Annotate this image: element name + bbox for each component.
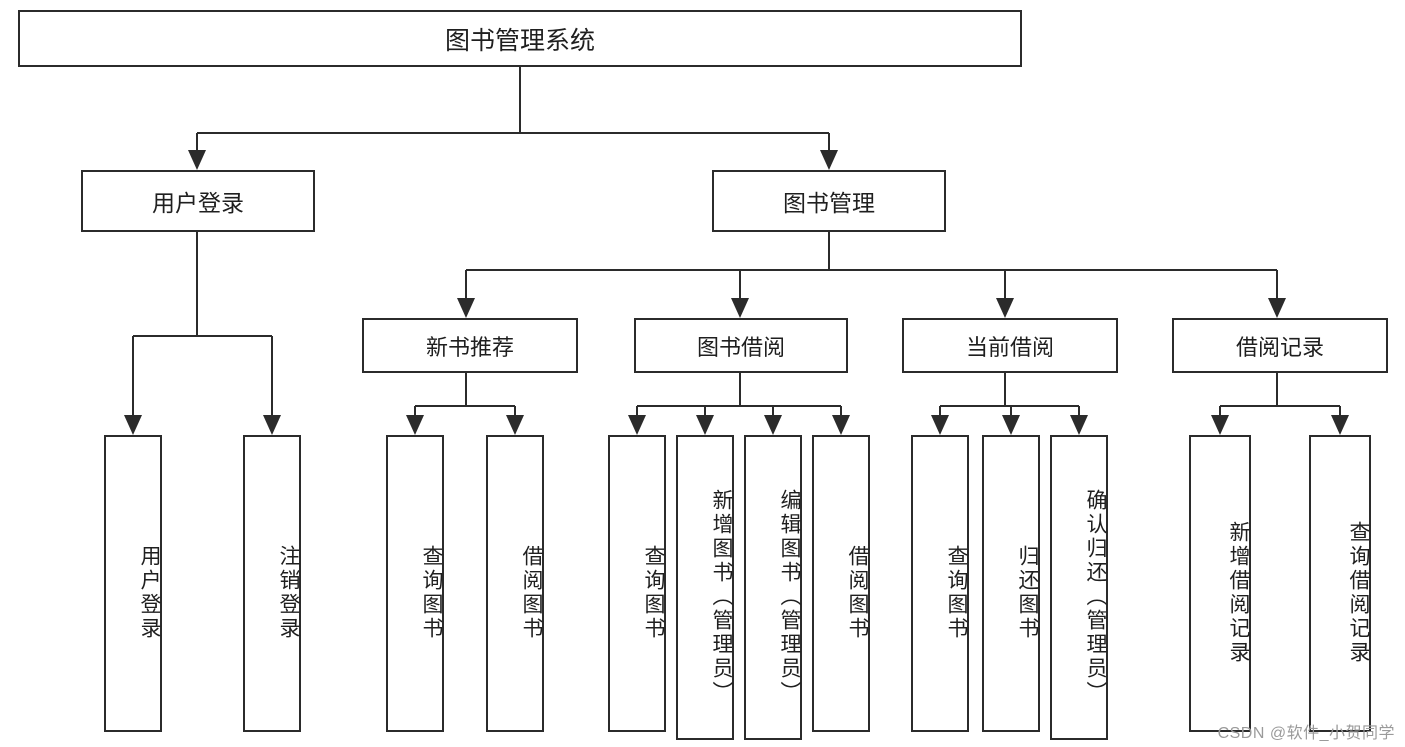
leaf-logout-label: 注销登录 — [277, 544, 300, 641]
arrow-bookmgmt-child-1 — [457, 298, 475, 318]
leaf-query-book-current[interactable]: 查询图书 — [911, 435, 969, 732]
leaf-user-login-label: 用户登录 — [138, 544, 161, 641]
node-borrow-record[interactable]: 借阅记录 — [1172, 318, 1388, 373]
arrow-bookmgmt-child-3 — [996, 298, 1014, 318]
leaf-add-book-admin-label: 新增图书（管理员） — [710, 488, 733, 705]
leaf-confirm-return-admin[interactable]: 确认归还（管理员） — [1050, 435, 1108, 740]
leaf-borrow-book[interactable]: 借阅图书 — [812, 435, 870, 732]
node-user-login[interactable]: 用户登录 — [81, 170, 315, 232]
node-borrow-record-label: 借阅记录 — [1235, 334, 1324, 360]
leaf-add-book-admin[interactable]: 新增图书（管理员） — [676, 435, 734, 740]
arrow-current-leaf-3 — [1070, 415, 1088, 435]
node-current-borrow-label: 当前借阅 — [965, 334, 1054, 360]
arrow-newbook-leaf-1 — [406, 415, 424, 435]
arrow-current-leaf-1 — [931, 415, 949, 435]
leaf-add-borrow-record[interactable]: 新增借阅记录 — [1189, 435, 1251, 732]
node-current-borrow[interactable]: 当前借阅 — [902, 318, 1118, 373]
node-root-system[interactable]: 图书管理系统 — [18, 10, 1022, 67]
node-new-book-recommend[interactable]: 新书推荐 — [362, 318, 578, 373]
leaf-borrow-book-newbook[interactable]: 借阅图书 — [486, 435, 544, 732]
arrow-bookmgmt-child-4 — [1268, 298, 1286, 318]
node-book-borrow[interactable]: 图书借阅 — [634, 318, 848, 373]
arrow-root-to-bookmgmt — [820, 150, 838, 170]
leaf-edit-book-admin[interactable]: 编辑图书（管理员） — [744, 435, 802, 740]
node-user-login-label: 用户登录 — [152, 190, 244, 216]
node-book-borrow-label: 图书借阅 — [696, 334, 785, 360]
arrow-userlogin-leaf-2 — [263, 415, 281, 435]
leaf-query-book-borrow-label: 查询图书 — [642, 544, 665, 641]
node-book-management-label: 图书管理 — [783, 190, 875, 216]
leaf-return-book-label: 归还图书 — [1016, 544, 1039, 641]
leaf-query-borrow-record-label: 查询借阅记录 — [1347, 520, 1370, 665]
arrow-record-leaf-2 — [1331, 415, 1349, 435]
leaf-add-borrow-record-label: 新增借阅记录 — [1227, 520, 1250, 665]
arrow-borrow-leaf-2 — [696, 415, 714, 435]
arrow-record-leaf-1 — [1211, 415, 1229, 435]
leaf-query-borrow-record[interactable]: 查询借阅记录 — [1309, 435, 1371, 732]
node-book-management[interactable]: 图书管理 — [712, 170, 946, 232]
node-root-label: 图书管理系统 — [444, 26, 595, 55]
leaf-user-login[interactable]: 用户登录 — [104, 435, 162, 732]
leaf-query-book-newbook[interactable]: 查询图书 — [386, 435, 444, 732]
arrow-bookmgmt-child-2 — [731, 298, 749, 318]
csdn-watermark: CSDN @软件_小贺同学 — [1217, 725, 1395, 742]
leaf-query-book-newbook-label: 查询图书 — [420, 544, 443, 641]
node-new-book-recommend-label: 新书推荐 — [425, 334, 514, 360]
leaf-borrow-book-newbook-label: 借阅图书 — [520, 544, 543, 641]
arrow-borrow-leaf-1 — [628, 415, 646, 435]
arrow-borrow-leaf-3 — [764, 415, 782, 435]
leaf-confirm-return-admin-label: 确认归还（管理员） — [1084, 488, 1107, 705]
arrow-current-leaf-2 — [1002, 415, 1020, 435]
leaf-logout[interactable]: 注销登录 — [243, 435, 301, 732]
leaf-query-book-borrow[interactable]: 查询图书 — [608, 435, 666, 732]
leaf-edit-book-admin-label: 编辑图书（管理员） — [778, 488, 801, 705]
leaf-query-book-current-label: 查询图书 — [945, 544, 968, 641]
leaf-return-book[interactable]: 归还图书 — [982, 435, 1040, 732]
leaf-borrow-book-label: 借阅图书 — [846, 544, 869, 641]
arrow-root-to-userlogin — [188, 150, 206, 170]
arrow-newbook-leaf-2 — [506, 415, 524, 435]
arrow-borrow-leaf-4 — [832, 415, 850, 435]
arrow-userlogin-leaf-1 — [124, 415, 142, 435]
